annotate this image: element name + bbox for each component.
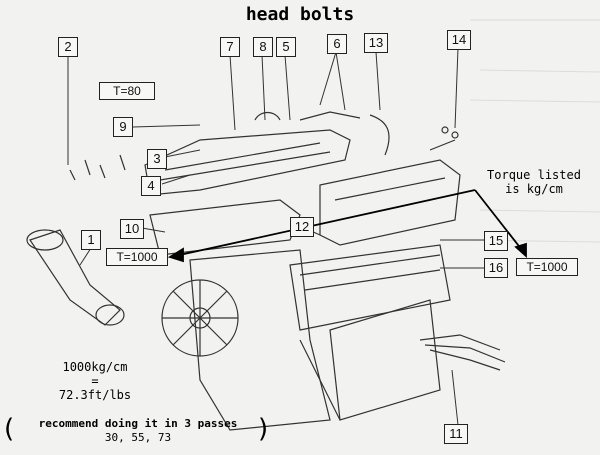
part-label-4: 4 <box>141 176 161 196</box>
part-label-6: 6 <box>327 34 347 54</box>
torque-spec-1000-right: T=1000 <box>516 258 578 276</box>
part-label-13: 13 <box>364 33 388 53</box>
recommendation-line-2: 30, 55, 73 <box>104 431 172 444</box>
conversion-note: 1000kg/cm = 72.3ft/lbs <box>40 360 150 402</box>
torque-spec-1000-left: T=1000 <box>106 248 168 266</box>
part-label-5: 5 <box>276 37 296 57</box>
part-label-15: 15 <box>484 231 508 251</box>
torque-spec-80: T=80 <box>99 82 155 100</box>
left-parenthesis: ( <box>4 414 15 444</box>
recommendation-note: recommend doing it in 3 passes 30, 55, 7… <box>14 417 262 445</box>
part-label-14: 14 <box>447 30 471 50</box>
conversion-line-2: = <box>91 374 99 388</box>
right-parenthesis: ) <box>258 414 269 444</box>
recommendation-line-1: recommend doing it in 3 passes <box>38 417 238 430</box>
part-label-11: 11 <box>444 424 468 444</box>
part-label-12: 12 <box>290 217 314 237</box>
part-label-8: 8 <box>253 37 273 57</box>
part-label-3: 3 <box>147 149 167 169</box>
part-label-10: 10 <box>120 219 144 239</box>
conversion-line-1: 1000kg/cm <box>62 360 128 374</box>
part-label-7: 7 <box>220 37 240 57</box>
diagram-title: head bolts <box>245 4 355 25</box>
torque-note-line-1: Torque listed <box>487 168 581 182</box>
part-label-9: 9 <box>113 117 133 137</box>
torque-note: Torque listed is kg/cm <box>470 168 598 196</box>
part-label-2: 2 <box>58 37 78 57</box>
conversion-line-3: 72.3ft/lbs <box>58 388 132 402</box>
torque-note-line-2: is kg/cm <box>505 182 563 196</box>
part-label-1: 1 <box>81 230 101 250</box>
part-label-16: 16 <box>484 258 508 278</box>
